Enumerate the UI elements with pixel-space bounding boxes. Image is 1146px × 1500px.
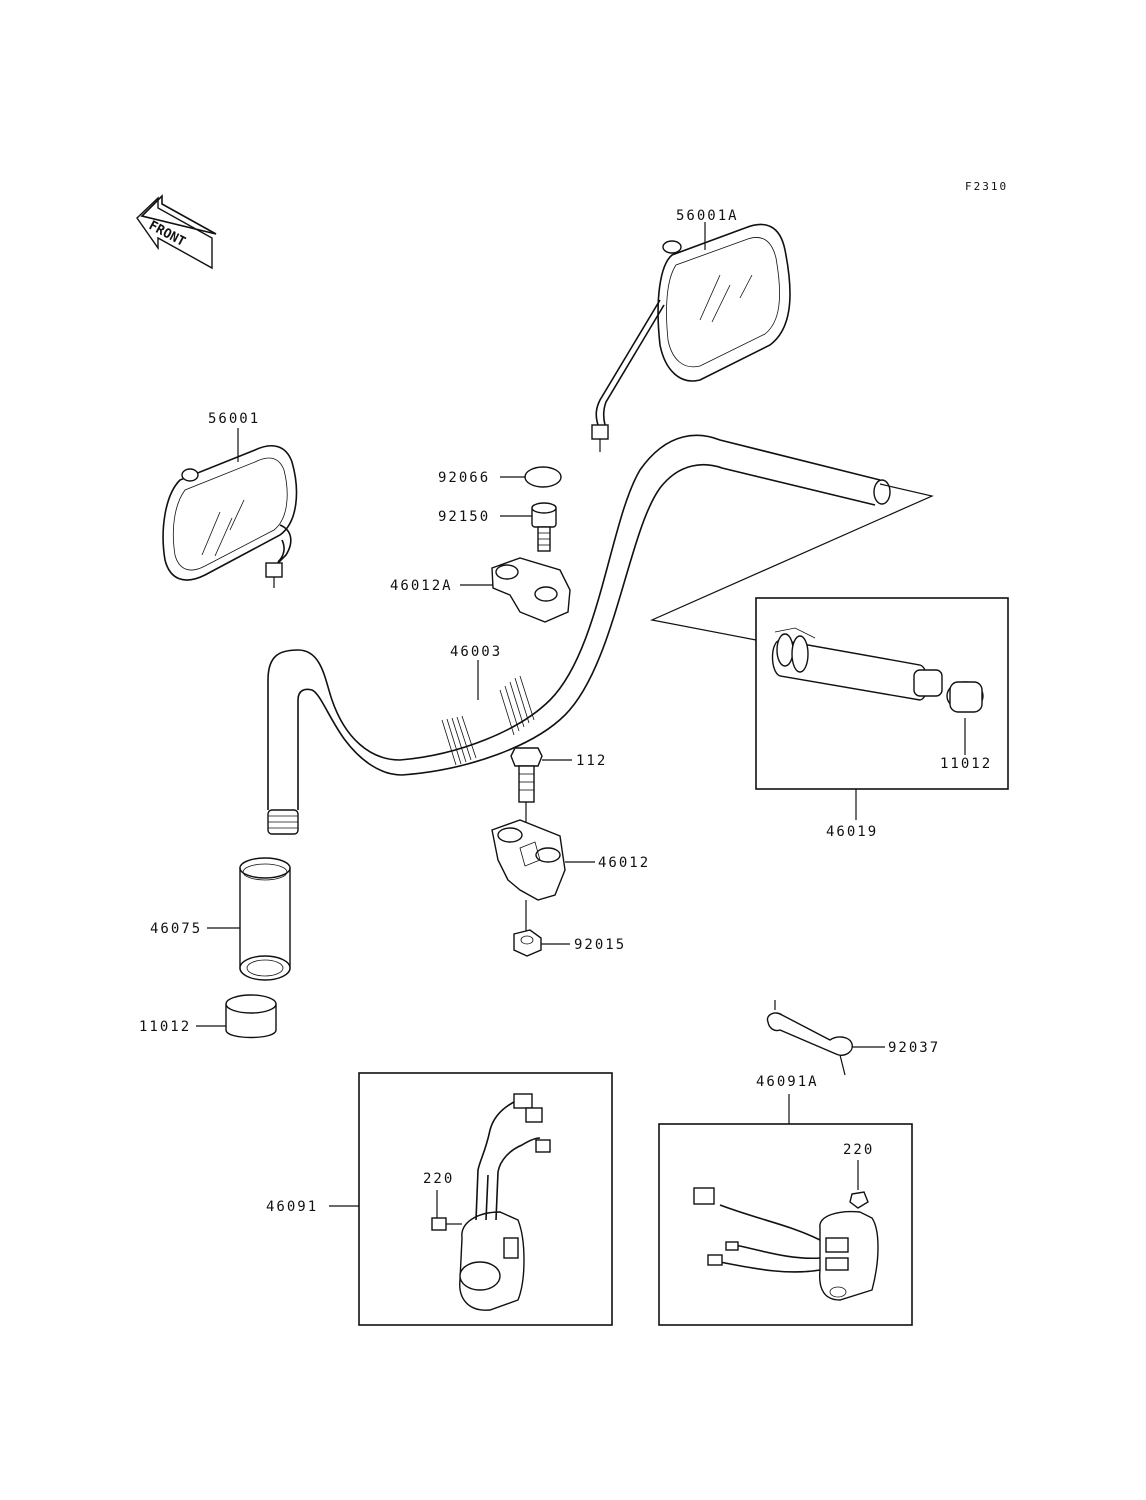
mirror-56001: 56001 [162, 411, 298, 588]
label-92015: 92015 [574, 937, 626, 953]
label-92037: 92037 [888, 1040, 940, 1056]
label-46091: 46091 [266, 1199, 318, 1215]
detail-box-46091A [658, 1123, 913, 1326]
label-112: 112 [576, 753, 607, 769]
handlebar-46003: 46003 [267, 434, 891, 835]
grip-assembly-46019: 11012 46019 [650, 483, 1009, 840]
key-92037: 92037 [766, 1000, 940, 1076]
bolt-92150: 92150 [438, 502, 557, 552]
label-46075: 46075 [150, 921, 202, 937]
clamp-46012A: 46012A [390, 557, 571, 623]
knurl-section [441, 675, 535, 766]
front-direction-arrow-icon: FRONT [136, 194, 217, 270]
mirror-56001A: 56001A [591, 208, 791, 452]
switch-assembly-46091: 46091 220 [266, 1072, 613, 1326]
label-11012-right: 11012 [940, 756, 992, 772]
label-56001: 56001 [208, 411, 260, 427]
grip-46075: 46075 [150, 857, 291, 981]
bolt-112: 112 [510, 747, 607, 825]
cap-92066: 92066 [438, 466, 562, 488]
label-46091A: 46091A [756, 1074, 819, 1090]
label-56001A: 56001A [676, 208, 739, 224]
label-220-left: 220 [423, 1171, 454, 1187]
switch-assembly-46091A: 46091A 220 [658, 1074, 913, 1326]
label-46003: 46003 [450, 644, 502, 660]
detail-box-46019 [755, 597, 1009, 790]
label-220-right: 220 [843, 1142, 874, 1158]
figure-code: F2310 [965, 180, 1008, 193]
label-46012: 46012 [598, 855, 650, 871]
label-92066: 92066 [438, 470, 490, 486]
clamp-46012: 46012 [491, 819, 650, 935]
detail-box-46091 [358, 1072, 613, 1326]
cap-11012-left: 11012 [139, 994, 277, 1039]
nut-92015: 92015 [513, 929, 626, 957]
label-46019: 46019 [826, 824, 878, 840]
label-11012-left: 11012 [139, 1019, 191, 1035]
label-46012A: 46012A [390, 578, 453, 594]
label-92150: 92150 [438, 509, 490, 525]
